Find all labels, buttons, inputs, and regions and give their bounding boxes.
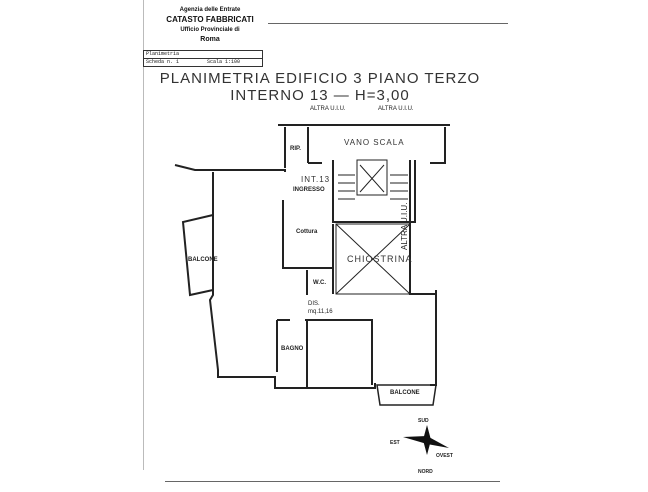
compass-est: EST xyxy=(390,440,400,446)
sheet-scale: Scala 1:100 xyxy=(207,59,241,65)
page-border-left xyxy=(143,0,144,470)
label-ingresso: INGRESSO xyxy=(293,187,325,193)
office-name: CATASTO FABBRICATI xyxy=(166,15,254,24)
agency-name: Agenzia delle Entrate xyxy=(179,7,241,13)
sheet-info-table: Planimetria Scheda n. 1 Scala 1:100 xyxy=(143,50,263,67)
label-dis: DIS. xyxy=(308,301,320,307)
header-rule xyxy=(268,23,508,24)
label-balcone-left: BALCONE xyxy=(188,257,218,263)
staircase xyxy=(338,159,408,200)
plan-title-1: PLANIMETRIA EDIFICIO 3 PIANO TERZO xyxy=(159,70,481,87)
label-balcone-bottom: BALCONE xyxy=(390,390,420,396)
sheet-card-scale: Scheda n. 1 Scala 1:100 xyxy=(144,59,262,66)
label-int13: INT.13 xyxy=(301,175,331,184)
sheet-type: Planimetria xyxy=(144,51,262,59)
label-wc: W.C. xyxy=(313,280,326,286)
footer-rule xyxy=(165,481,500,482)
label-altra-uiu-3: ALTRA U.I.U. xyxy=(400,202,409,250)
provincial-office: Ufficio Provinciale di xyxy=(180,27,240,33)
plan-title-2: INTERNO 13 — H=3,00 xyxy=(230,87,410,104)
chiostrina-outline xyxy=(335,223,411,295)
label-dis-area: mq.11,16 xyxy=(308,309,333,315)
agency-header: Agenzia delle Entrate CATASTO FABBRICATI… xyxy=(150,5,270,45)
compass-sud: SUD xyxy=(418,418,429,424)
compass-ovest: OVEST xyxy=(436,453,453,459)
elevator xyxy=(356,159,388,196)
balcony-bottom xyxy=(376,384,437,406)
label-altra-uiu-1: ALTRA U.I.U. xyxy=(310,106,346,112)
label-chiostrina: CHIOSTRINA xyxy=(347,254,413,264)
label-vano-scala: VANO SCALA xyxy=(344,138,405,147)
label-altra-uiu-2: ALTRA U.I.U. xyxy=(378,106,414,112)
compass-rose xyxy=(403,425,449,455)
label-rip: RIP. xyxy=(290,146,301,152)
city: Roma xyxy=(200,36,220,43)
label-cottura: Cottura xyxy=(296,229,318,235)
sheet-card: Scheda n. 1 xyxy=(146,59,180,65)
label-bagno: BAGNO xyxy=(281,346,304,352)
chiostrina-shaft xyxy=(335,223,411,295)
compass-nord: NORD xyxy=(418,469,433,475)
